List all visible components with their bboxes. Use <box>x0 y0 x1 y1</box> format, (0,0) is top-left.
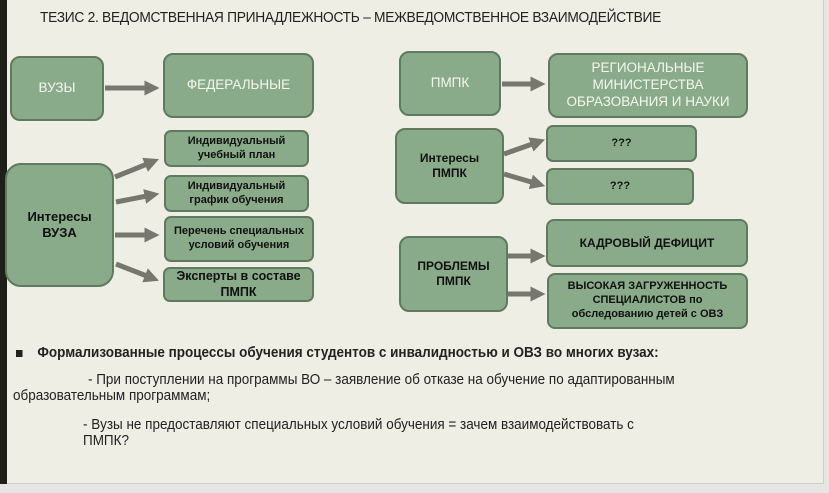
sub-point-2-cont: ПМПК? <box>83 433 129 449</box>
arrows <box>105 76 546 302</box>
vuzy-box: ВУЗЫ <box>10 56 104 121</box>
sub-point-1: - При поступлении на программы ВО – заяв… <box>88 372 675 388</box>
vuz-item: Индивидуальный учебный план <box>164 130 309 167</box>
problem-item: ВЫСОКАЯ ЗАГРУЖЕННОСТЬ СПЕЦИАЛИСТОВ по об… <box>547 273 748 329</box>
sub-point-1-cont: образовательным программам; <box>13 388 211 404</box>
regional-box: РЕГИОНАЛЬНЫЕ МИНИСТЕРСТВА ОБРАЗОВАНИЯ И … <box>548 53 748 118</box>
slide: ТЕЗИС 2. ВЕДОМСТВЕННАЯ ПРИНАДЛЕЖНОСТЬ – … <box>0 0 824 484</box>
pmpk-unknown: ??? <box>546 125 697 162</box>
problem-item: КАДРОВЫЙ ДЕФИЦИТ <box>546 219 748 267</box>
vuz-item: Индивидуальный график обучения <box>164 175 309 212</box>
vuz-item: Эксперты в составе ПМПК <box>163 267 314 302</box>
vuz-interests-box: Интересы ВУЗА <box>5 163 114 287</box>
sub-point-2: - Вузы не предоставляют специальных усло… <box>83 417 634 433</box>
federal-box: ФЕДЕРАЛЬНЫЕ <box>163 53 314 118</box>
arrow <box>503 137 546 157</box>
pmpk-interests-box: Интересы ПМПК <box>395 128 504 204</box>
bullet-square-icon <box>16 349 23 357</box>
left-bar <box>0 0 7 484</box>
pmpk-unknown: ??? <box>546 168 694 205</box>
arrow <box>115 261 159 283</box>
arrow <box>503 171 546 190</box>
arrow <box>114 157 159 180</box>
pmpk-box: ПМПК <box>399 51 501 116</box>
arrow <box>115 189 160 205</box>
bullet-text: Формализованные процессы обучения студен… <box>37 345 659 361</box>
slide-title: ТЕЗИС 2. ВЕДОМСТВЕННАЯ ПРИНАДЛЕЖНОСТЬ – … <box>40 10 662 26</box>
vuz-interests-label: Интересы ВУЗА <box>27 208 92 240</box>
pmpk-problems-box: ПРОБЛЕМЫ ПМПК <box>399 236 508 312</box>
bullet-point: Формализованные процессы обучения студен… <box>16 345 659 361</box>
vuz-item: Перечень специальных условий обучения <box>164 216 314 262</box>
